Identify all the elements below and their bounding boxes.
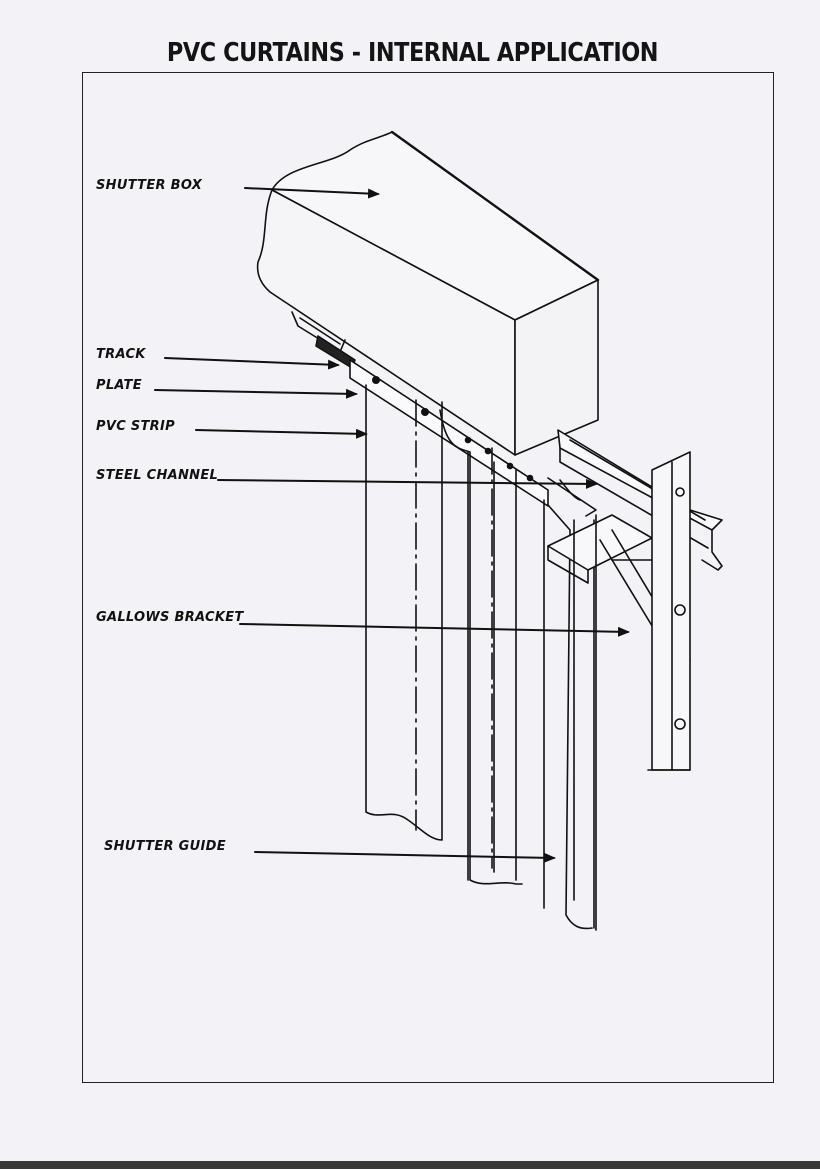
label-plate: PLATE [96,378,142,393]
scan-edge [0,1161,820,1169]
shutter-guide [573,514,597,931]
label-pvc-strip: PVC STRIP [96,419,175,434]
label-shutter-guide: SHUTTER GUIDE [104,839,226,854]
pvc-strips [365,384,595,930]
page-title: PVC CURTAINS - INTERNAL APPLICATION [166,38,659,68]
label-track: TRACK [96,347,146,362]
drawing-frame [82,72,774,1083]
label-steel-channel: STEEL CHANNEL [96,468,219,483]
label-gallows-bracket: GALLOWS BRACKET [96,610,244,625]
label-shutter-box: SHUTTER BOX [96,178,203,193]
shutter-box [256,130,600,456]
leader-arrows [154,187,630,863]
